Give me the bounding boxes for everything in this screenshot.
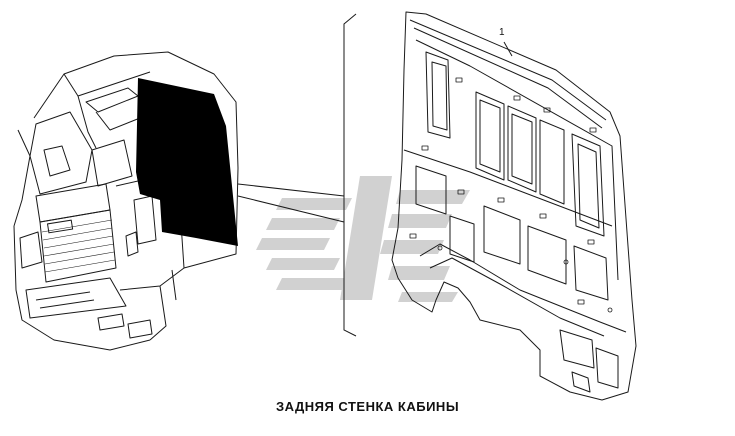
highlighted-rear-panel [136, 78, 238, 246]
leader-lines [237, 183, 345, 223]
rear-wall-panel-drawing [391, 11, 637, 401]
part-number-callout: 1 [499, 27, 505, 38]
diagram-caption: ЗАДНЯЯ СТЕНКА КАБИНЫ [275, 399, 460, 414]
truck-cab-drawing [13, 51, 239, 351]
detail-bracket [343, 13, 357, 337]
brand-logo-watermark [256, 176, 470, 302]
